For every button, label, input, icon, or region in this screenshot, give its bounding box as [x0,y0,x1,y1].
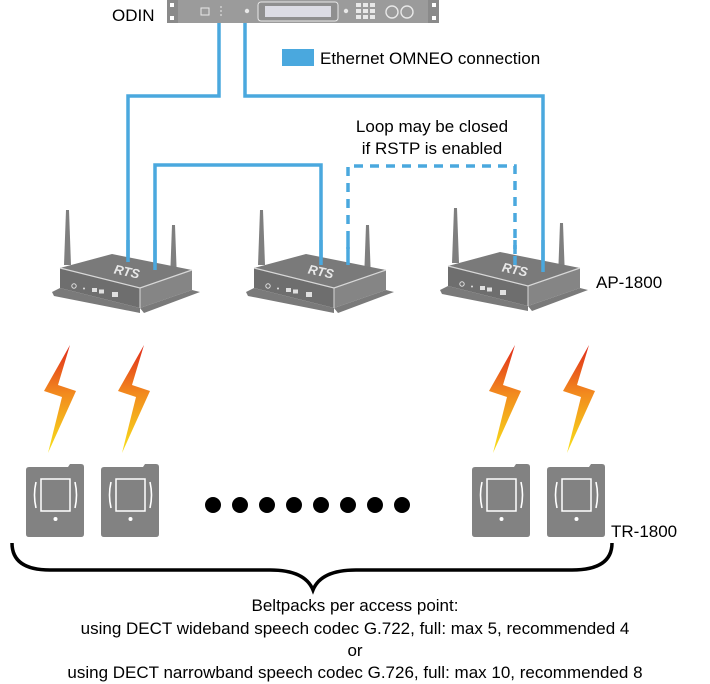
caption-title: Beltpacks per access point: [251,596,459,615]
radio-signal-icon [118,345,150,453]
odin-device [167,0,439,23]
radio-signal-icon [489,345,521,453]
ellipsis-dot [286,497,302,513]
beltpack-4 [546,463,606,538]
ellipsis-dot [367,497,383,513]
loop-note-line2: if RSTP is enabled [361,139,503,158]
connection-odin-to-ap1 [126,23,221,262]
caption-or: or [347,641,363,660]
ap-model-label: AP-1800 [596,273,663,292]
beltpack-3 [471,463,531,538]
beltpack-1 [25,463,85,538]
caption-wideband: using DECT wideband speech codec G.722, … [80,619,630,638]
beltpack-2 [100,463,160,538]
ellipsis-dot [232,497,248,513]
more-beltpacks-ellipsis [205,497,410,513]
connection-ap1-to-ap2 [153,163,323,270]
ellipsis-dot [394,497,410,513]
ellipsis-dot [340,497,356,513]
curly-brace [10,542,614,595]
ellipsis-dot [313,497,329,513]
access-point-1 [51,209,201,314]
radio-signal-icon [563,345,595,453]
caption-narrowband: using DECT narrowband speech codec G.726… [67,663,643,682]
ellipsis-dot [205,497,221,513]
ellipsis-dot [259,497,275,513]
ethernet-connections [126,23,545,272]
legend-swatch [282,49,314,66]
radio-signal-icon [44,345,76,453]
connection-odin-to-ap3 [243,23,545,272]
odin-label: ODIN [112,6,155,25]
beltpack-model-label: TR-1800 [611,522,678,541]
connection-ap2-to-ap3-optional [346,164,517,272]
legend-label: Ethernet OMNEO connection [320,49,541,68]
loop-note-line1: Loop may be closed [355,117,509,136]
